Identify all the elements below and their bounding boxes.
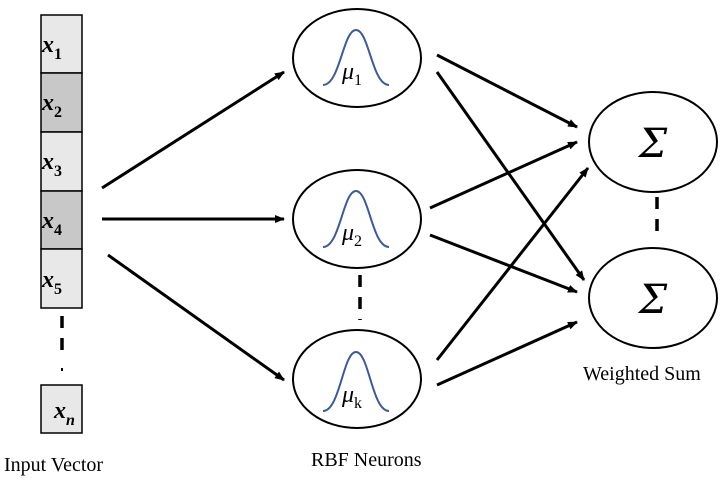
neuron-symbol: μ (341, 220, 354, 246)
input-vector: x1 x2 x3 x4 x5 xn (40, 14, 83, 434)
weighted-sum-label: Weighted Sum (583, 363, 701, 385)
input-cell-background (40, 384, 83, 434)
input-cell-x4: x4 (40, 190, 83, 250)
gaussian-curve-icon (322, 28, 390, 86)
input-cell-subscript: 4 (54, 222, 62, 239)
weighted-sum-node-2: Σ (588, 247, 718, 349)
sigma-symbol: Σ (637, 121, 668, 167)
arrow (429, 233, 578, 294)
neuron-circle (292, 329, 422, 429)
neuron-subscript: k (354, 395, 362, 412)
neuron-symbol: μ (341, 59, 354, 85)
rbf-neuron-2: μ2 (292, 169, 422, 269)
svg-text:x3: x3 (41, 149, 62, 180)
arrow (436, 320, 578, 387)
input-cell-x3: x3 (40, 131, 83, 192)
svg-text:μk: μk (341, 382, 362, 412)
input-cell-subscript: 5 (54, 281, 62, 298)
neuron-subscript: 1 (354, 72, 362, 89)
rbf-neurons-label: RBF Neurons (311, 449, 422, 471)
input-cell-variable: x (41, 149, 54, 175)
gaussian-curve-icon (322, 350, 390, 412)
gaussian-curve-icon (322, 189, 390, 248)
input-cell-x2: x2 (40, 72, 83, 133)
input-cell-variable: x (41, 90, 54, 116)
svg-text:μ1: μ1 (341, 59, 362, 89)
svg-text:x4: x4 (41, 208, 62, 239)
input-cell-xn: xn (40, 384, 83, 434)
output-nodes: Σ Σ (588, 91, 718, 349)
input-cell-x5: x5 (40, 248, 83, 309)
input-to-rbf-arrows (101, 70, 285, 382)
svg-text:x1: x1 (41, 32, 62, 63)
input-cell-variable: x (41, 32, 54, 58)
input-cell-background (40, 14, 83, 74)
svg-text:x5: x5 (41, 267, 62, 298)
input-cell-variable: x (41, 208, 54, 234)
sum-circle (588, 91, 718, 193)
svg-text:x2: x2 (41, 90, 62, 121)
input-cell-background (40, 72, 83, 133)
input-cell-subscript: 1 (54, 46, 62, 63)
input-cell-subscript: 3 (54, 163, 62, 180)
neuron-symbol: μ (341, 382, 354, 408)
input-cell-subscript: n (66, 412, 75, 429)
input-vector-label: Input Vector (4, 454, 103, 476)
arrow (435, 71, 586, 281)
rbf-to-output-arrows (429, 53, 590, 387)
rbf-neurons: μ1 μ2 μk (292, 8, 422, 429)
input-cell-background (40, 131, 83, 192)
rbf-neuron-1: μ1 (292, 8, 422, 108)
neuron-subscript: 2 (354, 233, 362, 250)
arrow (429, 140, 578, 210)
arrow (436, 53, 578, 129)
input-cell-variable: x (41, 267, 54, 293)
rbf-neuron-k: μk (292, 329, 422, 429)
arrow (107, 253, 285, 382)
neuron-circle (292, 169, 422, 269)
input-cell-subscript: 2 (54, 104, 62, 121)
svg-text:xn: xn (53, 398, 75, 429)
weighted-sum-node-1: Σ (588, 91, 718, 193)
input-cell-x1: x1 (40, 14, 83, 74)
neuron-circle (292, 8, 422, 108)
sum-circle (588, 247, 718, 349)
input-cell-background (40, 248, 83, 309)
sigma-symbol: Σ (637, 277, 668, 323)
arrow (435, 167, 590, 361)
arrow (101, 70, 285, 190)
input-cell-variable: x (53, 398, 66, 424)
svg-text:μ2: μ2 (341, 220, 362, 250)
